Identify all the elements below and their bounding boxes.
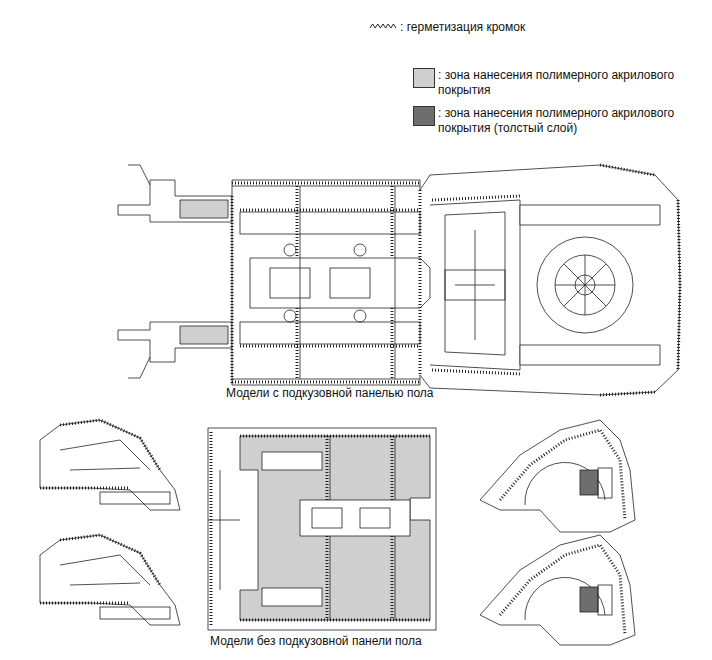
rear-wheelhouse — [480, 535, 635, 645]
figure-caption: Модели с подкузовной панелью пола — [226, 386, 434, 401]
front-wheelhouse — [40, 420, 180, 510]
underbody-top-view — [118, 165, 680, 395]
rear-wheelhouse — [480, 420, 635, 532]
legend-text: : зона нанесения полимерного акрилового … — [438, 106, 703, 136]
legend-entry: : зона нанесения полимерного акрилового … — [413, 68, 703, 98]
front-wheelhouse — [40, 535, 180, 625]
legend-entry: : зона нанесения полимерного акрилового … — [413, 106, 703, 136]
legend-entry: : герметизация кромок — [368, 20, 665, 35]
legend-swatch — [413, 106, 435, 126]
floor-without-panel — [208, 428, 436, 630]
seal-line-sample — [368, 20, 398, 32]
legend-text: : зона нанесения полимерного акрилового … — [438, 68, 703, 98]
legend-swatch — [413, 68, 435, 88]
legend-text: : герметизация кромок — [400, 20, 665, 35]
figure-caption: Модели без подкузовной панели пола — [210, 634, 422, 649]
